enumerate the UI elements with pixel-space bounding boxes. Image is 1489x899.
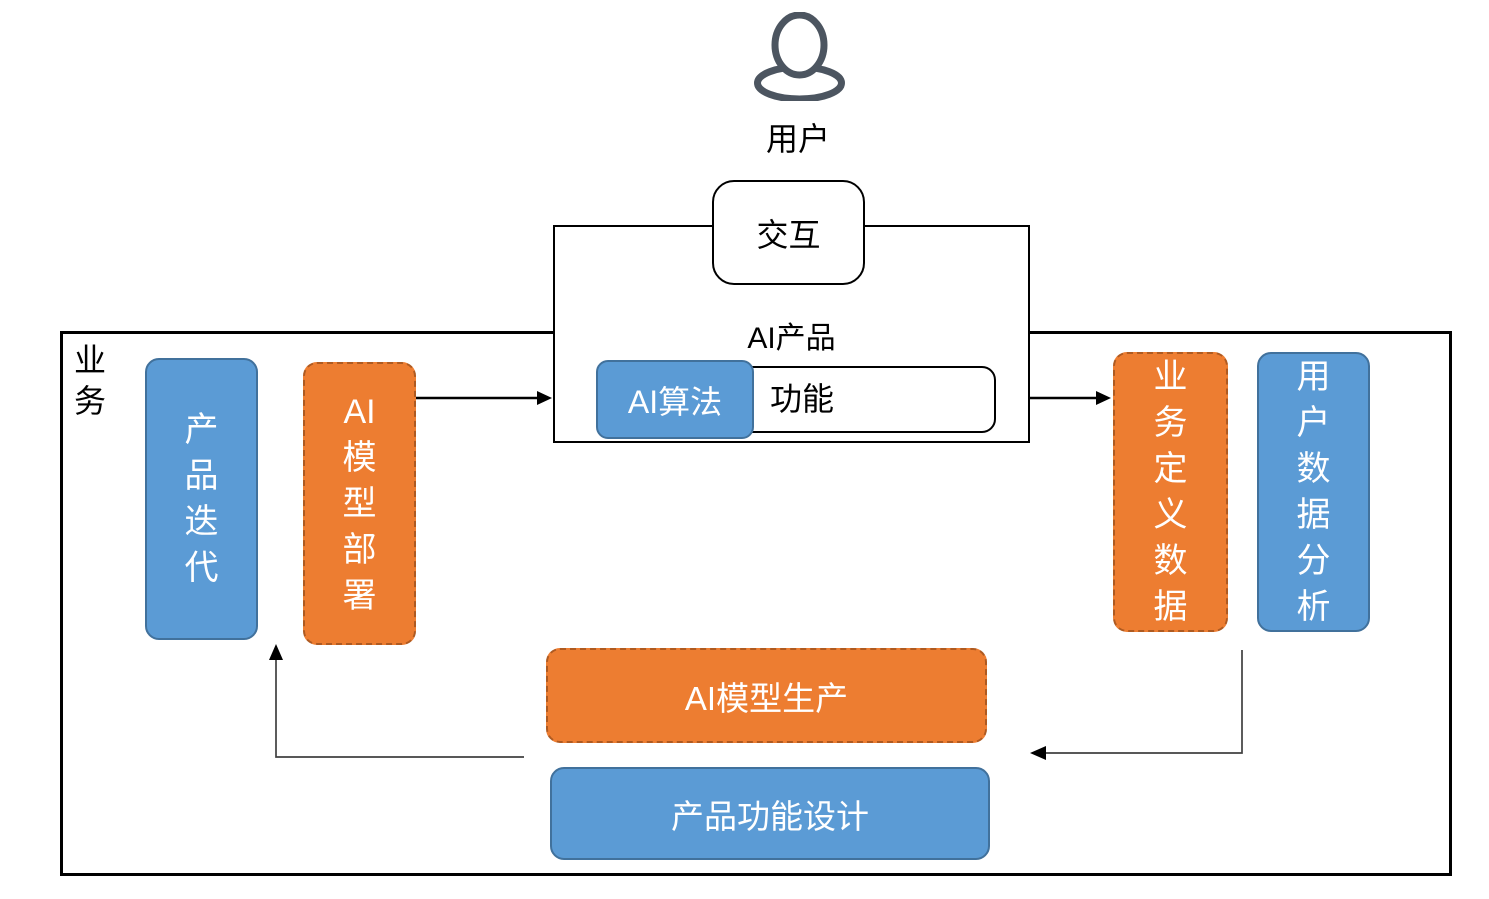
node-ai-model-production: AI模型生产 — [546, 648, 987, 743]
user-label: 用户 — [765, 121, 830, 157]
node-product-function-design: 产品功能设计 — [550, 767, 990, 860]
node-user-data-analysis: 用户数据分析 — [1257, 352, 1370, 632]
feature-label: 功能 — [770, 381, 835, 417]
business-label: 业务 — [74, 342, 107, 419]
ai-product-label: AI产品 — [747, 322, 836, 355]
ai-algorithm-box: AI算法 — [596, 360, 754, 439]
person-icon — [751, 11, 848, 106]
node-business-defined-data: 业务定义数据 — [1113, 352, 1228, 632]
node-product-iteration: 产品迭代 — [145, 358, 258, 640]
interaction-box: 交互 — [712, 180, 865, 285]
